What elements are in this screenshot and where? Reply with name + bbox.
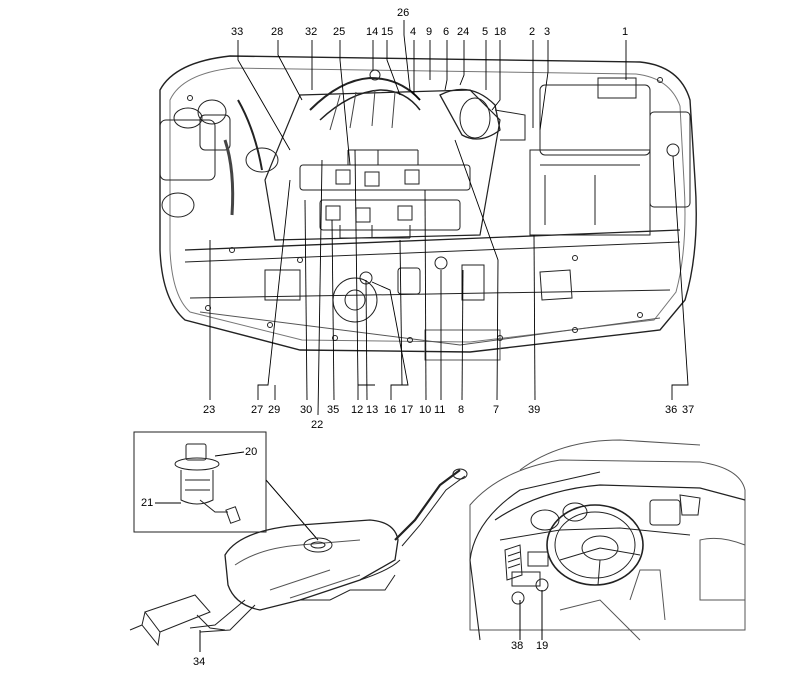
callout-9: 9 bbox=[426, 26, 433, 38]
engine-bay-leader-lines bbox=[209, 20, 689, 416]
callout-29: 29 bbox=[268, 404, 281, 416]
callout-18: 18 bbox=[494, 26, 507, 38]
callout-39: 39 bbox=[528, 404, 541, 416]
interior-cockpit-drawing bbox=[469, 439, 746, 641]
callout-35: 35 bbox=[327, 404, 340, 416]
callout-25: 25 bbox=[333, 26, 346, 38]
callout-12: 12 bbox=[351, 404, 364, 416]
callout-14: 14 bbox=[366, 26, 379, 38]
callout-30: 30 bbox=[300, 404, 313, 416]
callout-8: 8 bbox=[458, 404, 465, 416]
callout-13: 13 bbox=[366, 404, 379, 416]
callout-7: 7 bbox=[493, 404, 500, 416]
callout-5: 5 bbox=[482, 26, 489, 38]
callout-4: 4 bbox=[410, 26, 417, 38]
callout-28: 28 bbox=[271, 26, 284, 38]
callout-20: 20 bbox=[245, 446, 258, 458]
callout-15: 15 bbox=[381, 26, 394, 38]
callout-11: 11 bbox=[434, 404, 446, 416]
callout-34: 34 bbox=[193, 656, 206, 668]
callout-17: 17 bbox=[401, 404, 414, 416]
callout-27: 27 bbox=[251, 404, 264, 416]
callout-26: 26 bbox=[397, 7, 410, 19]
engine-bay-drawing bbox=[159, 55, 697, 361]
callout-6: 6 bbox=[443, 26, 450, 38]
callout-16: 16 bbox=[384, 404, 397, 416]
callout-38: 38 bbox=[511, 640, 524, 652]
callout-33: 33 bbox=[231, 26, 244, 38]
callout-37: 37 bbox=[682, 404, 695, 416]
callout-1: 1 bbox=[622, 26, 629, 38]
fuel-tank-drawing bbox=[129, 431, 468, 652]
callout-36: 36 bbox=[665, 404, 678, 416]
callout-24: 24 bbox=[457, 26, 470, 38]
callout-19: 19 bbox=[536, 640, 549, 652]
callout-22: 22 bbox=[311, 419, 324, 431]
callout-10: 10 bbox=[419, 404, 432, 416]
callout-3: 3 bbox=[544, 26, 551, 38]
callout-23: 23 bbox=[203, 404, 216, 416]
callout-32: 32 bbox=[305, 26, 318, 38]
callout-21: 21 bbox=[141, 497, 154, 509]
callout-2: 2 bbox=[529, 26, 536, 38]
